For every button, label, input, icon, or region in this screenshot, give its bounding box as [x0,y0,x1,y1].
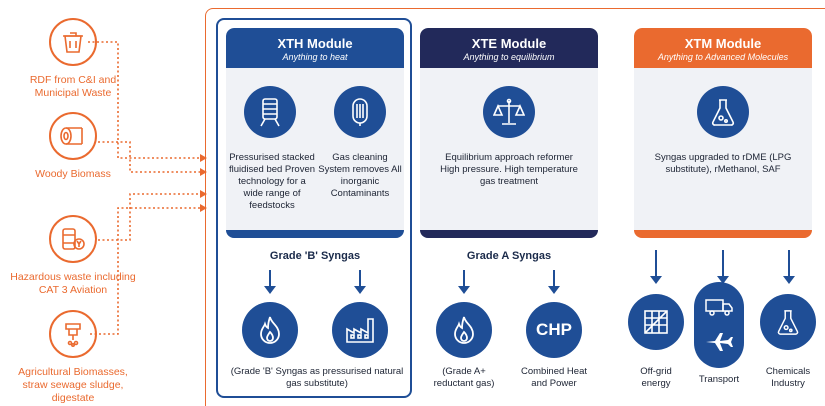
xth-grade: Grade 'B' Syngas [269,250,361,262]
arrow-down-icon [548,270,560,294]
feedstock-label: Hazardous waste including CAT 3 Aviation [10,271,136,296]
airplane-icon [706,333,733,351]
transport-badge [694,282,744,368]
arrow-down-icon [650,250,662,284]
gas-cleaning-icon [334,86,386,138]
xtm-subtitle: Anything to Advanced Molecules [657,52,789,62]
arrow-down-icon [783,250,795,284]
xtm-title: XTM Module [684,36,762,51]
flask-icon [760,294,816,350]
xte-title: XTE Module [471,36,547,51]
feedstock-agricultural: Agricultural Biomasses, straw sewage slu… [8,310,138,405]
feedstock-label: RDF from C&I and Municipal Waste [29,74,117,99]
truck-icon [705,299,733,316]
flame-icon [242,302,298,358]
xtm-text: Syngas upgraded to rDME (LPG substitute)… [654,152,792,175]
feedstock-woody: Woody Biomass [8,112,138,181]
arrow-down-icon [458,270,470,294]
xte-module: XTE Module Anything to equilibrium Equil… [420,28,598,238]
xth-module: XTH Module Anything to heat Pressurised … [226,28,404,238]
balance-scale-icon [483,86,535,138]
outer-frame [205,8,825,406]
xth-right-text: Gas cleaning System removes All inorgani… [318,152,402,199]
xtm-output-transport: Transport [698,374,740,385]
factory-icon [332,302,388,358]
xth-left-text: Pressurised stacked fluidised bed Proven… [228,152,316,211]
log-icon [49,112,97,160]
solar-panel-icon [628,294,684,350]
xth-output-text: (Grade 'B' Syngas as pressurised natural… [230,366,404,389]
xth-group [216,18,412,398]
xtm-output-chemicals: Chemicals Industry [765,366,811,389]
feedstock-label: Woody Biomass [35,168,111,180]
arrow-down-icon [717,250,729,284]
xte-grade: Grade A Syngas [466,250,552,262]
flame-icon [436,302,492,358]
xte-output-1: (Grade A+ reductant gas) [433,366,495,389]
xth-subtitle: Anything to heat [282,52,348,62]
flask-icon [697,86,749,138]
xte-subtitle: Anything to equilibrium [463,52,555,62]
xtm-module: XTM Module Anything to Advanced Molecule… [634,28,812,238]
feedstock-hazardous: Hazardous waste including CAT 3 Aviation [8,215,138,297]
stacked-bed-icon [244,86,296,138]
chp-badge: CHP [526,302,582,358]
xth-title: XTH Module [277,36,353,51]
chp-label: CHP [536,320,572,339]
arrow-down-icon [354,270,366,294]
arrow-down-icon [264,270,276,294]
xte-output-2: Combined Heat and Power [520,366,587,389]
feedstock-label: Agricultural Biomasses, straw sewage slu… [18,366,128,404]
hazard-barrel-icon [49,215,97,263]
xte-text: Equilibrium approach reformer High press… [440,152,578,187]
xtm-output-offgrid: Off-grid energy [640,366,672,389]
